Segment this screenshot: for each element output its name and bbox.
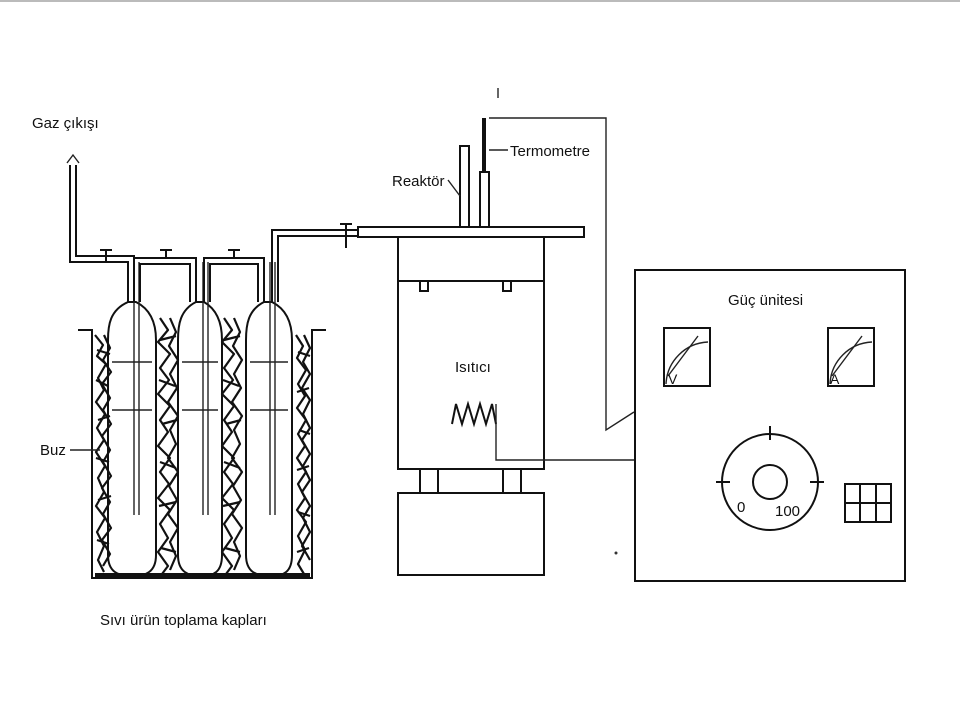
voltmeter-symbol: V [668,371,678,387]
ice-bath [66,153,358,579]
collector-flask-2 [177,301,223,578]
ice-label: Buz [40,442,66,459]
ice-bath-container [78,329,326,579]
heater-body [397,280,545,470]
valves [100,223,352,262]
heater-power-cable [495,404,634,461]
ammeter-symbol: A [830,371,840,387]
power-dial: 0 100 [716,426,824,531]
reactor-tube [459,145,470,228]
reactor-lid-flange [357,226,585,238]
collector-flask-1 [107,301,157,578]
gas-outlet-arrow-icon [66,153,80,164]
heater-label: Isıtıcı [455,359,491,376]
thermometer-label: Termometre [510,143,590,160]
heater-base [397,492,545,576]
collector-connecting-tubes [69,165,358,302]
power-unit-display [844,483,892,523]
dial-max-label: 100 [775,503,800,520]
ice-fill-right [295,334,312,575]
stray-dot [614,551,618,555]
ice-fill-between-1 [156,317,180,575]
ice-fill-between-2 [220,317,244,575]
reactor-label-pointer [447,179,461,197]
ammeter: A [827,327,875,387]
reactor-body [397,236,545,282]
thermometer-tube [479,171,490,228]
thermometer-cable [489,117,635,432]
power-unit: V A 0 100 Güç ünitesi [634,269,906,582]
gas-outlet-label: Gaz çıkışı [32,115,99,132]
collector-flask-3 [245,301,293,578]
power-unit-box [634,269,906,582]
dial-knob [752,464,788,500]
ice-fill-left [94,334,113,573]
dial-min-label: 0 [737,499,745,516]
power-unit-label: Güç ünitesi [728,292,803,309]
heating-coil-icon [451,400,497,428]
heater [397,280,634,576]
dip-tubes [112,262,288,515]
voltmeter: V [663,327,711,387]
reactor-label: Reaktör [392,173,445,190]
collectors-label: Sıvı ürün toplama kapları [100,612,267,629]
